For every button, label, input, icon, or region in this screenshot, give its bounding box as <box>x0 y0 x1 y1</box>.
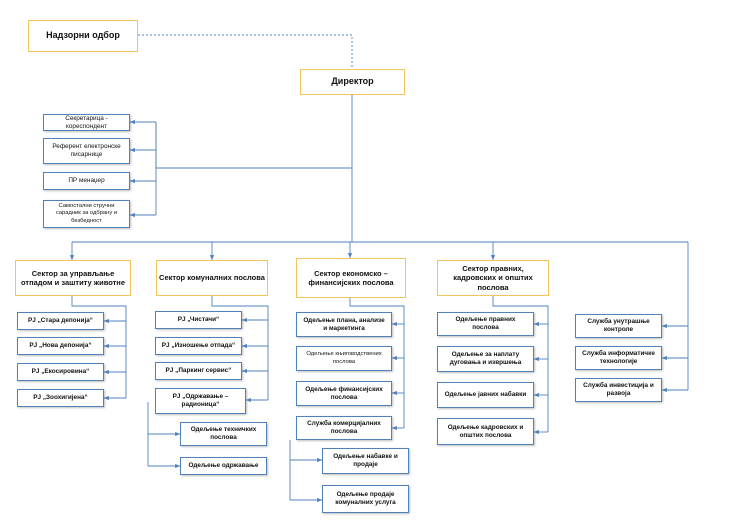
dept-maintenance[interactable]: Одељење одржавање <box>180 457 267 475</box>
unit-maintenance-workshop[interactable]: РЈ „Одржавање – радионица“ <box>155 388 246 414</box>
staff-defense-associate[interactable]: Самостални стручни сарадник за одбрану и… <box>43 200 130 228</box>
dept-bookkeeping[interactable]: Одељење књиговодствених послова <box>296 346 392 371</box>
supervisory-board[interactable]: Надзорни одбор <box>28 20 138 52</box>
dept-hr-general-affairs[interactable]: Одељење кадровских и општих послова <box>437 418 534 445</box>
dept-financial-affairs[interactable]: Одељење финансијских послова <box>296 381 392 406</box>
director[interactable]: Директор <box>300 69 405 95</box>
unit-waste-removal[interactable]: РЈ „Изношење отпада“ <box>155 337 242 355</box>
staff-registry-clerk[interactable]: Референт електронске писарнице <box>43 138 130 164</box>
unit-cleaners[interactable]: РЈ „Чистачи“ <box>155 311 242 329</box>
unit-new-landfill[interactable]: РЈ „Нова депонија“ <box>17 337 104 355</box>
dept-procurement-sales[interactable]: Одељење набавке и продаје <box>322 448 409 474</box>
unit-old-landfill[interactable]: РЈ „Стара депонија“ <box>17 312 104 330</box>
dept-legal-affairs[interactable]: Одељење правних послова <box>437 312 534 336</box>
sector-waste-management[interactable]: Сектор за управљање отпадом и заштиту жи… <box>15 260 131 296</box>
service-internal-control[interactable]: Служба унутрашње контроле <box>575 314 662 338</box>
staff-secretary[interactable]: Секретарица - кореспондент <box>43 114 130 131</box>
staff-pr-manager[interactable]: ПР менаџер <box>43 172 130 190</box>
sector-communal[interactable]: Сектор комуналних послова <box>156 260 268 296</box>
sector-legal-hr[interactable]: Сектор правних, кадровских и општих посл… <box>437 260 549 296</box>
dept-technical-affairs[interactable]: Одељење техничких послова <box>180 422 267 446</box>
service-information-technology[interactable]: Служба информатичке технологије <box>575 346 662 370</box>
service-investment-development[interactable]: Служба инвестиција и развоја <box>575 378 662 402</box>
sector-economic-financial[interactable]: Сектор економско – финансијских послова <box>296 258 406 298</box>
unit-zoo-hygiene[interactable]: РЈ „Зоохигијена“ <box>17 389 104 407</box>
unit-eco-raw-material[interactable]: РЈ „Екосировина“ <box>17 363 104 381</box>
unit-parking-service[interactable]: РЈ „Паркинг сервис“ <box>155 362 242 380</box>
dept-communal-services-sales[interactable]: Одељење продаје комуналних услуга <box>322 485 409 513</box>
dept-debt-collection[interactable]: Одељење за наплату дуговања и извршења <box>437 346 534 372</box>
dept-planning-analysis-marketing[interactable]: Одељење плана, анализе и маркетинга <box>296 312 392 337</box>
service-commercial-affairs[interactable]: Служба комерцијалних послова <box>296 416 392 440</box>
dept-public-procurement[interactable]: Одељење јавних набавки <box>437 382 534 408</box>
